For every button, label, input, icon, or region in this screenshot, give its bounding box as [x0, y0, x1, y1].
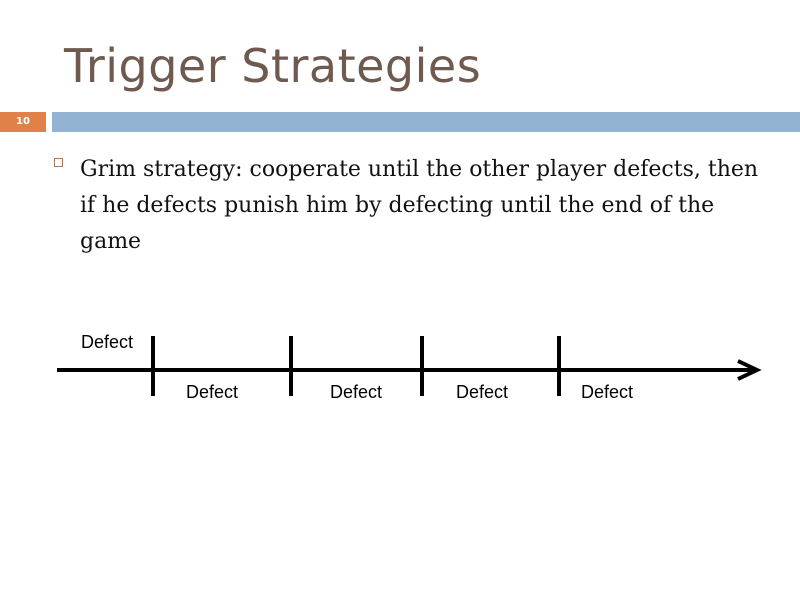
- slide-title: Trigger Strategies: [64, 39, 482, 93]
- timeline-label-period-1: Defect: [186, 382, 239, 402]
- timeline-label-period-4: Defect: [581, 382, 634, 402]
- timeline-diagram: Defect Defect Defect Defect Defect: [0, 320, 800, 420]
- timeline-label-initial: Defect: [81, 332, 134, 352]
- bullet-text: Grim strategy: cooperate until the other…: [80, 157, 759, 254]
- timeline-label-period-2: Defect: [330, 382, 383, 402]
- bullet-list: Grim strategy: cooperate until the other…: [54, 152, 774, 260]
- right-arrow-icon: [737, 359, 762, 381]
- hollow-square-bullet-icon: [54, 158, 63, 167]
- header-divider-bar: [52, 112, 800, 132]
- timeline-graphic: [57, 336, 762, 396]
- slide-number-badge: 10: [0, 112, 46, 132]
- timeline-label-period-3: Defect: [456, 382, 509, 402]
